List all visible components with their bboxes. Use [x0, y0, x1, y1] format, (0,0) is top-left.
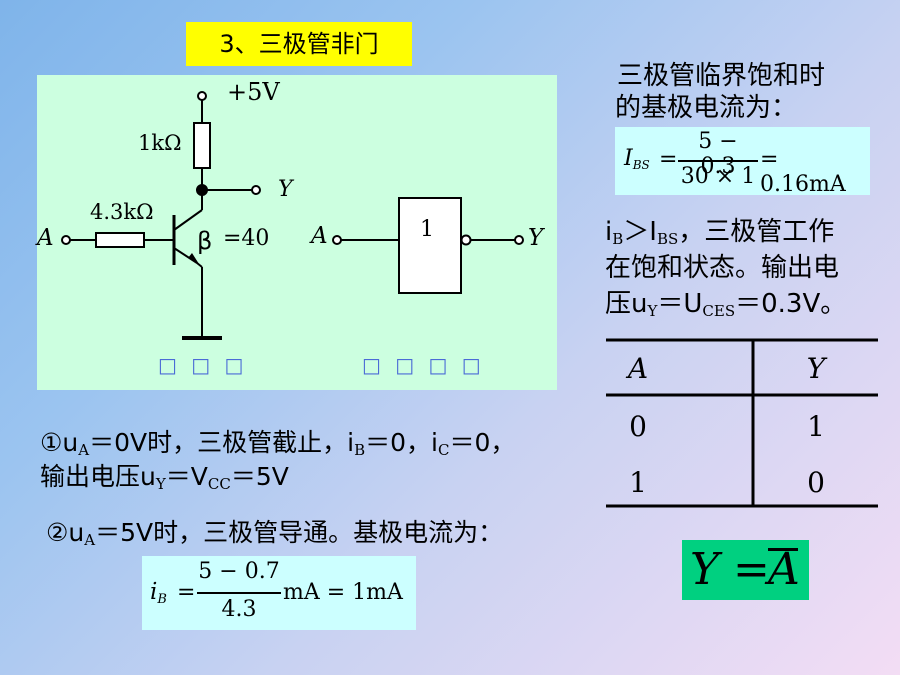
critical-saturation-line1: 三极管临界饱和时: [617, 61, 826, 91]
ibs-symbol: IBS: [624, 146, 650, 172]
symbol-input-label: A: [311, 223, 328, 249]
ib-fraction-bar: [197, 592, 281, 594]
not-gate-bubble: [460, 234, 472, 246]
symbol-output-terminal: [514, 235, 524, 245]
truth-cell: 1: [629, 466, 647, 499]
slide-title: 3、三极管非门: [186, 22, 412, 66]
circuit-input-label: A: [37, 225, 54, 251]
not-gate-box: [398, 197, 462, 294]
gate-label: 1: [420, 217, 434, 242]
rc-label: 1kΩ: [138, 131, 182, 155]
symbol-caption: □ □ □ □: [362, 353, 485, 377]
beta-symbol: β: [197, 227, 213, 255]
case1-line2: 输出电压uY＝VCC＝5V: [40, 462, 289, 493]
emitter-arrow: [188, 253, 199, 264]
saturation-condition-line2: 在饱和状态。输出电: [605, 253, 840, 283]
transistor-collector: [173, 209, 203, 231]
truth-header-a: A: [627, 352, 649, 385]
logic-result: Y = A: [682, 540, 809, 600]
symbol-input-terminal: [332, 235, 342, 245]
saturation-condition-line1: iB＞IBS，三极管工作: [605, 217, 835, 248]
supply-label: +5V: [227, 78, 280, 106]
collector-resistor: [193, 122, 211, 169]
case2-line: ②uA＝5V时，三极管导通。基极电流为：: [46, 518, 504, 549]
overline-bar: [768, 548, 798, 551]
ibs-denominator: 30 × 1: [680, 164, 756, 189]
base-resistor: [95, 232, 145, 248]
ibs-equals: =: [659, 147, 678, 172]
ib-denominator: 4.3: [221, 597, 257, 622]
beta-value: =40: [223, 226, 270, 251]
ibs-result: = 0.16mA: [760, 147, 846, 197]
rb-label: 4.3kΩ: [90, 200, 154, 224]
truth-header-y: Y: [806, 352, 826, 385]
circuit-panel: +5V 1kΩ Y 4.3kΩ A β =40 A 1 Y □ □ □ □ □ …: [37, 75, 557, 390]
truth-table-lines: [606, 338, 878, 508]
ib-equals: =: [177, 580, 196, 605]
circuit-diagram: [61, 91, 524, 340]
supply-terminal: [197, 91, 207, 101]
ib-formula: iB = 5 − 0.7 4.3 mA = 1mA: [142, 556, 416, 630]
result-rhs: A: [768, 544, 800, 595]
ibs-fraction-bar: [678, 160, 758, 162]
ib-symbol: iB: [150, 579, 167, 607]
truth-cell: 0: [629, 410, 647, 443]
ibs-numerator: 5 − 0.3: [698, 129, 738, 179]
symbol-output-label: Y: [528, 225, 544, 251]
circuit-output-label: Y: [278, 177, 293, 202]
case1-line1: ①uA＝0V时，三极管截止，iB＝0，iC＝0，: [40, 428, 516, 459]
truth-cell: 1: [807, 410, 825, 443]
critical-saturation-line2: 的基极电流为：: [615, 93, 798, 123]
truth-table: A Y 0 1 1 0: [606, 338, 878, 510]
truth-cell: 0: [807, 466, 825, 499]
ib-result: mA = 1mA: [283, 580, 403, 605]
result-lhs: Y =: [690, 544, 770, 595]
ibs-formula: IBS = 5 − 0.3 30 × 1 = 0.16mA: [615, 127, 870, 197]
input-terminal: [61, 235, 71, 245]
circuit-caption: □ □ □: [158, 353, 248, 377]
saturation-condition-line3: 压uY＝UCES＝0.3V。: [605, 289, 847, 320]
output-terminal: [251, 185, 261, 195]
ib-numerator: 5 − 0.7: [198, 559, 280, 584]
